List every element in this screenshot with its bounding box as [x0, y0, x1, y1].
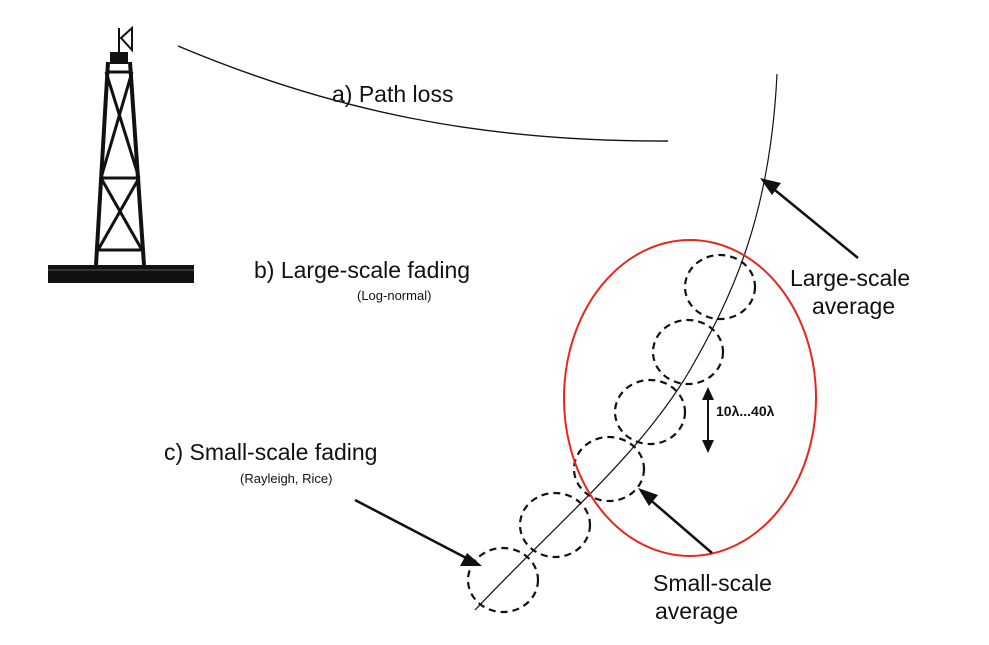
large-scale-average-arrow: [760, 178, 859, 259]
fading-circle: [683, 253, 757, 321]
highlight-ellipse: [563, 239, 817, 557]
fading-circle: [518, 491, 592, 559]
large-scale-average-curve: [474, 73, 778, 611]
large-scale-average-label-line2: average: [812, 293, 895, 319]
spacing-double-arrow: [702, 387, 714, 453]
large-scale-average-label-line1: Large-scale: [790, 265, 910, 291]
large-scale-fading-note: (Log-normal): [357, 288, 431, 303]
small-scale-average-label-line2: average: [655, 598, 738, 624]
path-loss-label: a) Path loss: [332, 81, 453, 107]
small-scale-average-label-line1: Small-scale: [653, 570, 772, 596]
antenna-tower-icon: [48, 25, 194, 283]
small-scale-average-arrow: [638, 488, 713, 554]
path-loss-curve: [177, 45, 669, 142]
small-scale-fading-label: c) Small-scale fading: [164, 439, 377, 465]
fading-circle: [613, 378, 687, 446]
small-scale-fading-note: (Rayleigh, Rice): [240, 471, 332, 486]
spacing-label: 10λ...40λ: [716, 403, 775, 419]
fading-circle: [466, 546, 540, 614]
small-scale-circles: [466, 253, 757, 614]
fading-circle: [572, 435, 646, 503]
fading-circle: [651, 318, 725, 386]
small-scale-fading-arrow: [354, 498, 482, 566]
large-scale-fading-label: b) Large-scale fading: [254, 257, 470, 283]
